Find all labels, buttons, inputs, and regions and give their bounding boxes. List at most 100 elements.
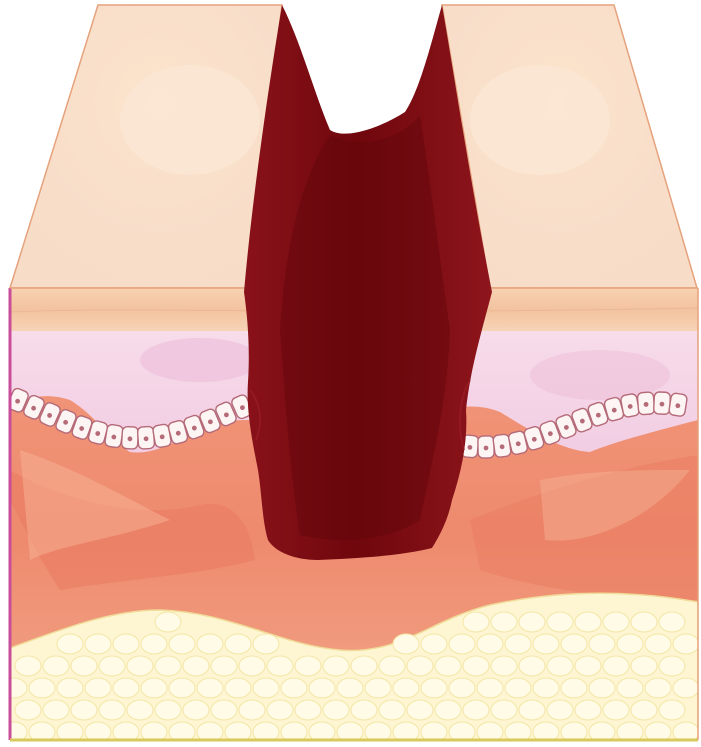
fat-cell [463,700,489,720]
fat-cell [547,612,573,632]
basal-cell [637,392,655,415]
fat-cell [617,634,643,654]
fat-cell [617,678,643,698]
fat-cell [463,612,489,632]
fat-cell [365,678,391,698]
fat-cell [239,700,265,720]
fat-cell [435,700,461,720]
fat-cell [393,634,419,654]
fat-cell [547,656,573,676]
fat-cell [225,634,251,654]
basal-cell [654,392,671,415]
fat-cell [267,700,293,720]
fat-cell [421,634,447,654]
fat-cell [631,656,657,676]
fat-cell [547,700,573,720]
fat-cell [127,700,153,720]
fat-cell [505,678,531,698]
fat-cell [631,700,657,720]
fat-cell [421,678,447,698]
fat-cell [519,612,545,632]
fat-cell [323,656,349,676]
fat-cell [57,634,83,654]
fat-cell [589,678,615,698]
fat-cell [505,634,531,654]
fat-cell [113,634,139,654]
fat-cell [561,678,587,698]
fat-cell [673,678,699,698]
fat-cell [267,656,293,676]
fat-cell [281,678,307,698]
basal-cell [137,426,154,449]
upper-dermis-highlight-left [140,338,260,382]
fat-cell [15,656,41,676]
fat-cell [631,612,657,632]
fat-cell [141,634,167,654]
fat-cell [29,678,55,698]
fat-cell [491,700,517,720]
fat-cell [449,634,475,654]
fat-cell [659,656,685,676]
fat-cell [197,678,223,698]
fat-cell [519,700,545,720]
fat-cell [351,700,377,720]
basal-cell [620,393,640,418]
fat-cell [603,700,629,720]
fat-cell [407,656,433,676]
fat-cell [211,700,237,720]
fat-cell [99,700,125,720]
fat-cell [575,656,601,676]
fat-cell [253,678,279,698]
fat-cell [379,656,405,676]
fat-cell [603,612,629,632]
fat-cell [211,656,237,676]
surface-left-highlight [120,65,260,175]
fat-cell [295,656,321,676]
fat-cell [253,634,279,654]
fat-cell [225,678,251,698]
fat-cell [449,678,475,698]
surface-right-highlight [470,65,610,175]
fat-cell [323,700,349,720]
basal-cell [668,393,687,417]
fat-cell [603,656,629,676]
fat-cell [71,700,97,720]
fat-cell [71,656,97,676]
fat-cell [659,700,685,720]
fat-cell [169,634,195,654]
fat-cell [533,634,559,654]
fat-cell [477,634,503,654]
fat-cell [85,634,111,654]
fat-cell [99,656,125,676]
fat-cell [183,656,209,676]
fat-cell [393,678,419,698]
fat-cell [575,612,601,632]
fat-cell [533,678,559,698]
fat-cell [337,678,363,698]
fat-cell [645,678,671,698]
fat-cell [309,678,335,698]
fat-cell [43,656,69,676]
fat-cell [351,656,377,676]
fat-cell [197,634,223,654]
fat-cell [183,700,209,720]
fat-cell [463,656,489,676]
fat-cell [113,678,139,698]
fat-cell [127,656,153,676]
fat-cell [575,700,601,720]
fat-cell [477,678,503,698]
fat-cell [589,634,615,654]
fat-cell [645,634,671,654]
basal-cell [104,424,123,448]
fat-cell [673,634,699,654]
fat-cell [155,612,181,632]
fat-cell [519,656,545,676]
fat-cell [379,700,405,720]
fat-cell [491,612,517,632]
fat-cell [239,656,265,676]
fat-cell [659,612,685,632]
fat-cell [15,700,41,720]
basal-cell [478,436,494,458]
fat-cell [141,678,167,698]
